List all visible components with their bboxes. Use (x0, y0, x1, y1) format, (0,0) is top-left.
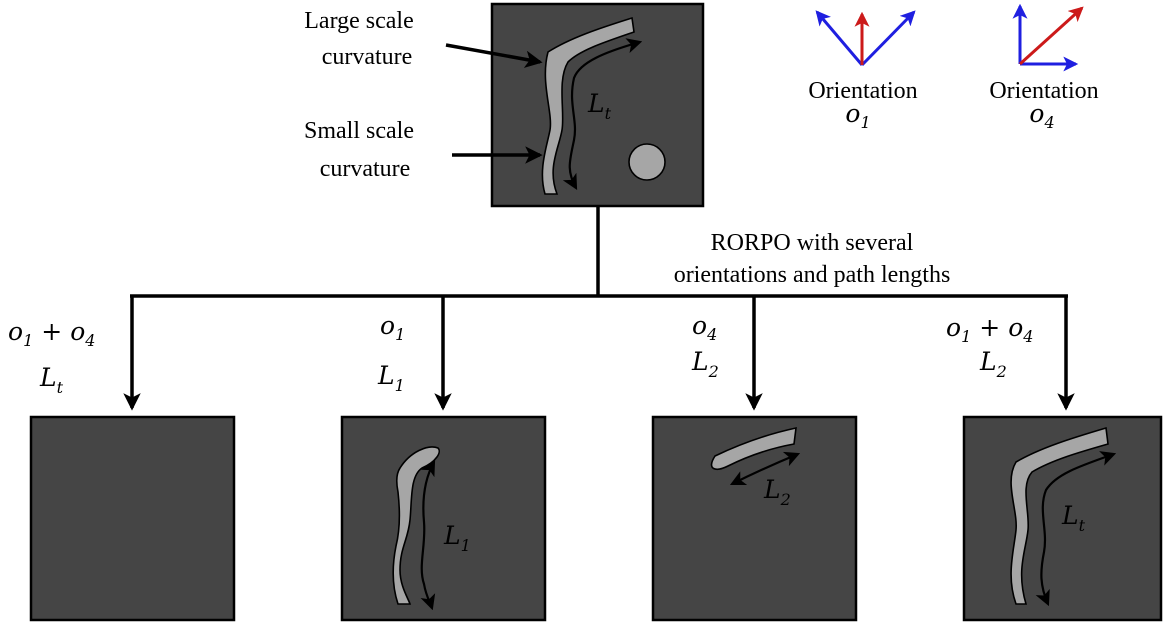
input-path-arrow (562, 38, 643, 191)
output-2-vessel (392, 446, 440, 605)
svg-text:L1: L1 (377, 361, 405, 395)
branch-1-o-second-sub: 4 (84, 331, 95, 350)
branch-2-L-sub: 1 (395, 376, 405, 395)
orientation-o4-label: Orientation (989, 78, 1098, 104)
branch-4-o-second-sub: 4 (1022, 327, 1033, 346)
round-blob (628, 143, 666, 181)
orientation-o1-symbol: o (845, 99, 860, 128)
output-2-path-label: L (443, 521, 461, 550)
output-image-1 (29, 415, 236, 622)
output-2-path-arrow (420, 459, 436, 611)
orientation-o4-icon (1012, 3, 1084, 72)
output-image-4: Lt (962, 415, 1163, 622)
output-3-path-label: L (763, 475, 781, 504)
branch-1-L: L (39, 363, 57, 392)
branch-4-plus: + (979, 313, 1000, 342)
svg-text:Lt: Lt (1061, 501, 1086, 535)
svg-text:L2: L2 (979, 347, 1007, 381)
branch-3-L: L (691, 347, 709, 376)
branch-2-L: L (377, 361, 395, 390)
svg-text:Lt: Lt (39, 363, 64, 397)
rorpo-line1: RORPO with several (711, 230, 914, 256)
large-scale-arrow (445, 43, 543, 68)
svg-text:L1: L1 (443, 521, 471, 555)
branch-4-o-first-sub: 1 (961, 327, 971, 346)
small-scale-line2: curvature (320, 156, 411, 182)
branch-4-L: L (979, 347, 997, 376)
svg-text:o1: o1 (380, 311, 405, 344)
branch-2-o-sub: 1 (395, 325, 405, 344)
small-scale-line1: Small scale (304, 118, 414, 144)
orientation-o1-icon (815, 10, 916, 67)
svg-text:o1+o4: o1+o4 (8, 317, 95, 350)
output-2-path-sub: 1 (461, 536, 471, 555)
svg-text:o1+o4: o1+o4 (946, 313, 1033, 346)
branch-3-o: o (692, 311, 707, 340)
large-scale-line1: Large scale (304, 8, 414, 34)
branch-4-o-second: o (1008, 313, 1023, 342)
svg-text:o1: o1 (845, 99, 870, 132)
input-path-sub: t (605, 104, 612, 123)
output-image-2: L1 (340, 415, 547, 622)
input-path-label: L (587, 89, 605, 118)
output-3-path-sub: 2 (780, 490, 791, 509)
svg-text:L2: L2 (691, 347, 719, 381)
output-3-path-arrow (729, 451, 801, 486)
branch-1-o-first: o (8, 317, 23, 346)
branch-2-o: o (380, 311, 395, 340)
svg-text:o4: o4 (1029, 99, 1054, 132)
orientation-o1-label: Orientation (808, 78, 917, 104)
output-4-path-arrow (1035, 451, 1117, 607)
branch-1-L-sub: t (57, 378, 64, 397)
orientation-o1-sub: 1 (860, 113, 870, 132)
output-4-path-label: L (1061, 501, 1079, 530)
branch-3-o-sub: 4 (706, 325, 717, 344)
svg-text:Lt: Lt (587, 89, 612, 123)
orientation-o4-symbol: o (1029, 99, 1044, 128)
output-4-path-sub: t (1079, 516, 1086, 535)
large-scale-line2: curvature (322, 44, 413, 70)
orientation-o4-sub: 4 (1043, 113, 1054, 132)
tree-connector (123, 206, 1075, 411)
branch-1-plus: + (41, 317, 62, 346)
branch-1-o-second: o (70, 317, 85, 346)
output-image-3: L2 (651, 415, 858, 622)
rorpo-line2: orientations and path lengths (674, 262, 951, 288)
output-4-vessel (1010, 426, 1109, 605)
branch-3-L-sub: 2 (708, 362, 719, 381)
branch-4-L-sub: 2 (996, 362, 1007, 381)
svg-text:L2: L2 (763, 475, 791, 509)
branch-1-o-first-sub: 1 (23, 331, 33, 350)
svg-text:o4: o4 (692, 311, 717, 344)
input-image: Lt (490, 2, 705, 208)
branch-4-o-first: o (946, 313, 961, 342)
